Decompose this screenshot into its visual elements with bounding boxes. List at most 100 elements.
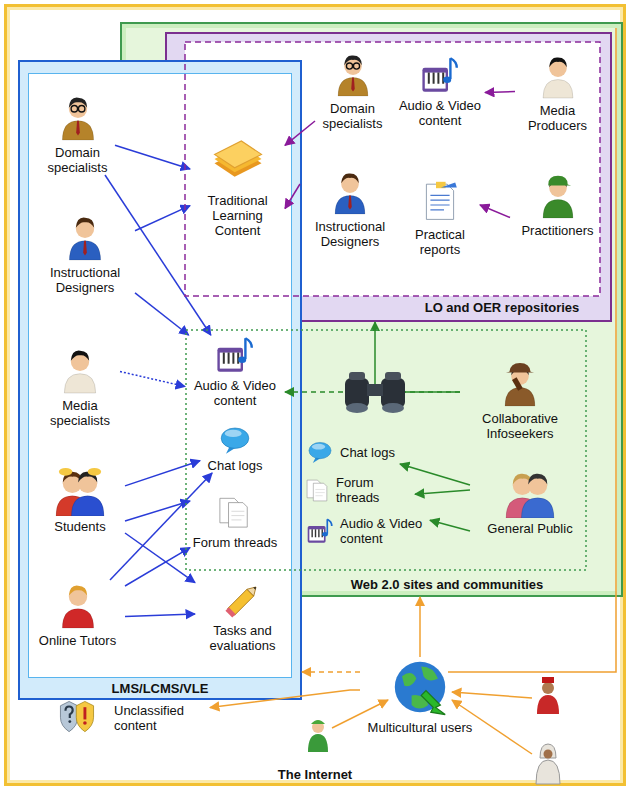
actor-or-content-item: Audio & Video content — [185, 335, 285, 408]
node-label: Practitioners — [510, 223, 605, 238]
user-arrow — [332, 700, 388, 728]
node-label: Practical reports — [400, 227, 480, 257]
node-label: Instructional Designers — [35, 265, 135, 295]
connector-arrow — [115, 145, 190, 169]
actor-or-content-item: Instructional Designers — [300, 168, 400, 249]
connector-arrow — [125, 461, 200, 486]
documents-icon — [210, 130, 266, 190]
node-label: Tasks and evaluations — [195, 623, 290, 653]
node-label: Collaborative Infoseekers — [460, 411, 580, 441]
internet-link-line — [448, 28, 616, 672]
region-label: LMS/LCMS/VLE — [20, 681, 300, 696]
node-label: Instructional Designers — [300, 219, 400, 249]
dashed-lo-box — [185, 42, 600, 296]
connector-arrow — [375, 322, 460, 392]
actor-or-content-item: Collaborative Infoseekers — [460, 360, 580, 441]
person-icon — [62, 212, 108, 262]
node-label: Chat logs — [340, 445, 395, 460]
actor-or-content-item: Practical reports — [400, 178, 480, 257]
actor-or-content-item: Students — [35, 468, 125, 534]
node-label: Domain specialists — [315, 101, 390, 131]
report-icon — [420, 178, 460, 224]
forum-icon — [305, 474, 331, 506]
chat-icon — [305, 440, 335, 464]
user-arrow — [452, 692, 532, 698]
actor-or-content-item: Unclassified content — [45, 700, 210, 736]
actor-or-content-item: Forum threads — [305, 474, 415, 506]
region-label-box: Web 2.0 sites and communities — [312, 577, 582, 592]
user-figure — [537, 677, 559, 714]
node-label: Audio & Video content — [395, 98, 485, 128]
node-label: Media specialists — [40, 398, 120, 428]
actor-or-content-item: Forum threads — [190, 492, 280, 550]
globe-icon — [390, 657, 450, 717]
connector-arrow — [210, 690, 360, 708]
lms-region: LMS/LCMS/VLE Domain specialistsInstructio… — [18, 60, 302, 700]
connector-arrow — [135, 206, 190, 231]
people-icon — [52, 468, 108, 516]
connector-arrow — [135, 293, 189, 335]
node-label: Students — [35, 519, 125, 534]
actor-or-content-item: Media Producers — [515, 52, 600, 133]
region-label-box: LMS/LCMS/VLE — [20, 681, 300, 696]
actor-or-content-item: Media specialists — [40, 345, 120, 428]
person-icon — [55, 92, 101, 142]
pencil-icon — [218, 580, 268, 620]
actor-or-content-item: Multicultural users — [360, 657, 480, 735]
connector-arrow — [110, 473, 212, 580]
node-label: General Public — [470, 521, 590, 536]
actor-or-content-item: Domain specialists — [40, 92, 115, 175]
node-label: Domain specialists — [40, 145, 115, 175]
person-icon — [57, 345, 103, 395]
connector-arrow — [105, 175, 211, 335]
connector-arrow — [285, 391, 460, 393]
warning-icon — [45, 700, 109, 736]
connector-arrow — [400, 464, 470, 485]
user-figure — [308, 720, 328, 752]
connector-arrow — [485, 92, 515, 93]
actor-or-content-item: Audio & Video content — [395, 55, 485, 128]
media-icon — [418, 55, 462, 95]
actor-or-content-item: Domain specialists — [315, 50, 390, 131]
actor-or-content-item: Audio & Video content — [305, 516, 430, 546]
connector-arrow — [480, 205, 510, 218]
connector-arrow — [125, 533, 195, 583]
actor-or-content-item: Tasks and evaluations — [195, 580, 290, 653]
region-label: LO and OER repositories — [392, 300, 612, 315]
binoculars-icon — [345, 372, 405, 413]
media-icon — [305, 517, 335, 545]
people-icon — [502, 470, 558, 518]
node-label: Multicultural users — [360, 720, 480, 735]
user-arrow — [452, 700, 532, 754]
actor-or-content-item: General Public — [470, 470, 590, 536]
person-icon — [328, 168, 372, 216]
connector-arrow — [125, 548, 190, 586]
connector-arrow — [125, 501, 190, 521]
actor-or-content-item: Instructional Designers — [35, 212, 135, 295]
connector-arrow — [302, 671, 360, 673]
connector-arrow — [125, 614, 195, 617]
node-label: Audio & Video content — [185, 378, 285, 408]
chat-icon — [215, 425, 255, 455]
node-label: Unclassified content — [114, 703, 210, 733]
user-figure — [536, 744, 560, 784]
node-label: Chat logs — [200, 458, 270, 473]
media-icon — [213, 335, 257, 375]
actor-or-content-item: Online Tutors — [30, 580, 125, 648]
person-icon — [331, 50, 375, 98]
actor-or-content-item: Practitioners — [510, 172, 605, 238]
person-icon — [498, 360, 542, 408]
connector-arrow — [285, 184, 300, 209]
actor-or-content-item: Traditional Learning Content — [190, 130, 285, 238]
person-icon — [536, 52, 580, 100]
forum-icon — [217, 492, 253, 532]
person-icon — [536, 172, 580, 220]
person-icon — [55, 580, 101, 630]
connector-arrow — [430, 520, 470, 531]
node-label: Forum threads — [336, 475, 415, 505]
node-label: Audio & Video content — [340, 516, 430, 546]
region-label-box: LO and OER repositories — [392, 300, 612, 315]
connector-arrow — [415, 490, 470, 494]
node-label: Media Producers — [515, 103, 600, 133]
